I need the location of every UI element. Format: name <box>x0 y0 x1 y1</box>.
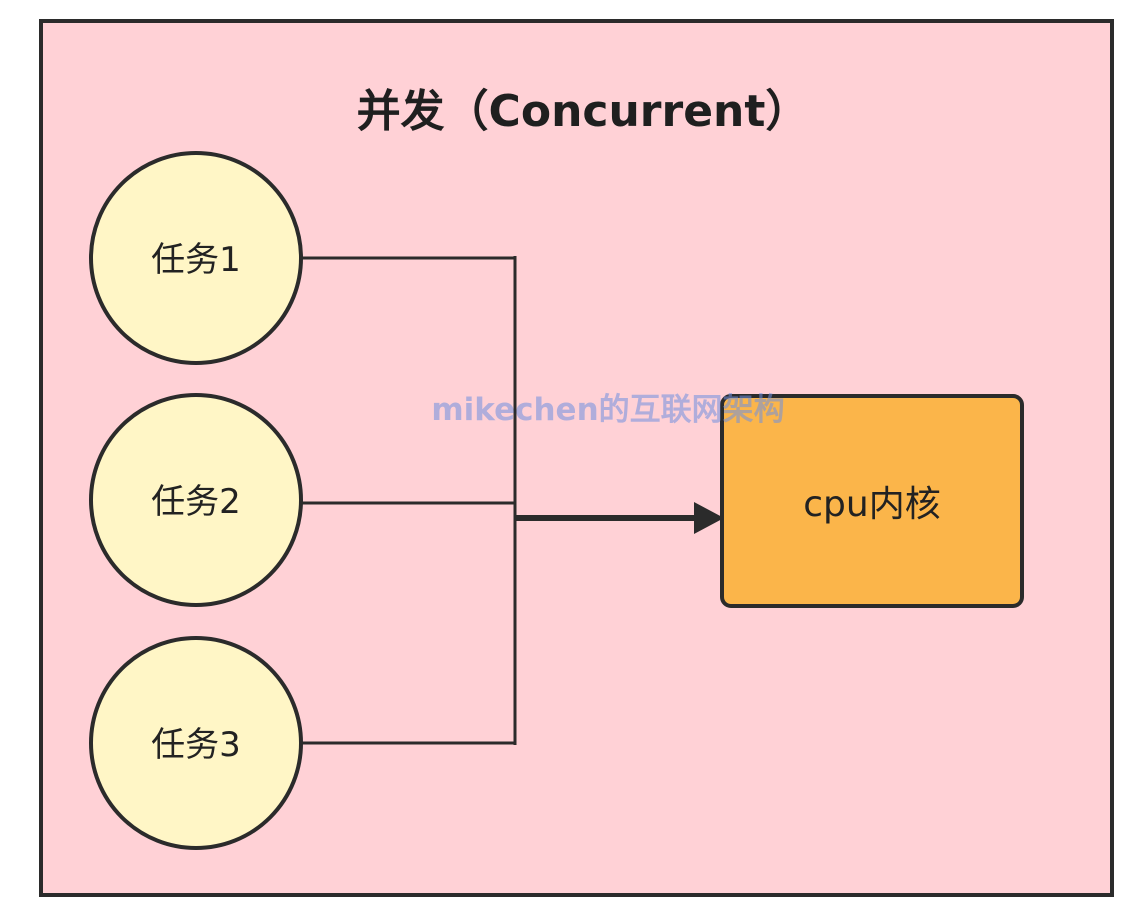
arrow-to-cpu-head <box>694 502 724 534</box>
cpu-box <box>720 394 1024 608</box>
task-node-3: 任务3 <box>89 636 303 850</box>
diagram-title: 并发（Concurrent） <box>357 86 810 137</box>
cpu-node: cpu内核 <box>720 394 1024 608</box>
task-node-1: 任务1 <box>89 151 303 365</box>
cpu-label: cpu内核 <box>803 484 940 525</box>
task-label: 任务1 <box>151 240 241 280</box>
task-circle <box>89 151 303 365</box>
task-circle <box>89 636 303 850</box>
task-label: 任务3 <box>151 725 241 765</box>
task-label: 任务2 <box>151 482 241 522</box>
task-node-2: 任务2 <box>89 393 303 607</box>
task-circle <box>89 393 303 607</box>
watermark-text: mikechen的互联网架构 <box>431 392 784 428</box>
